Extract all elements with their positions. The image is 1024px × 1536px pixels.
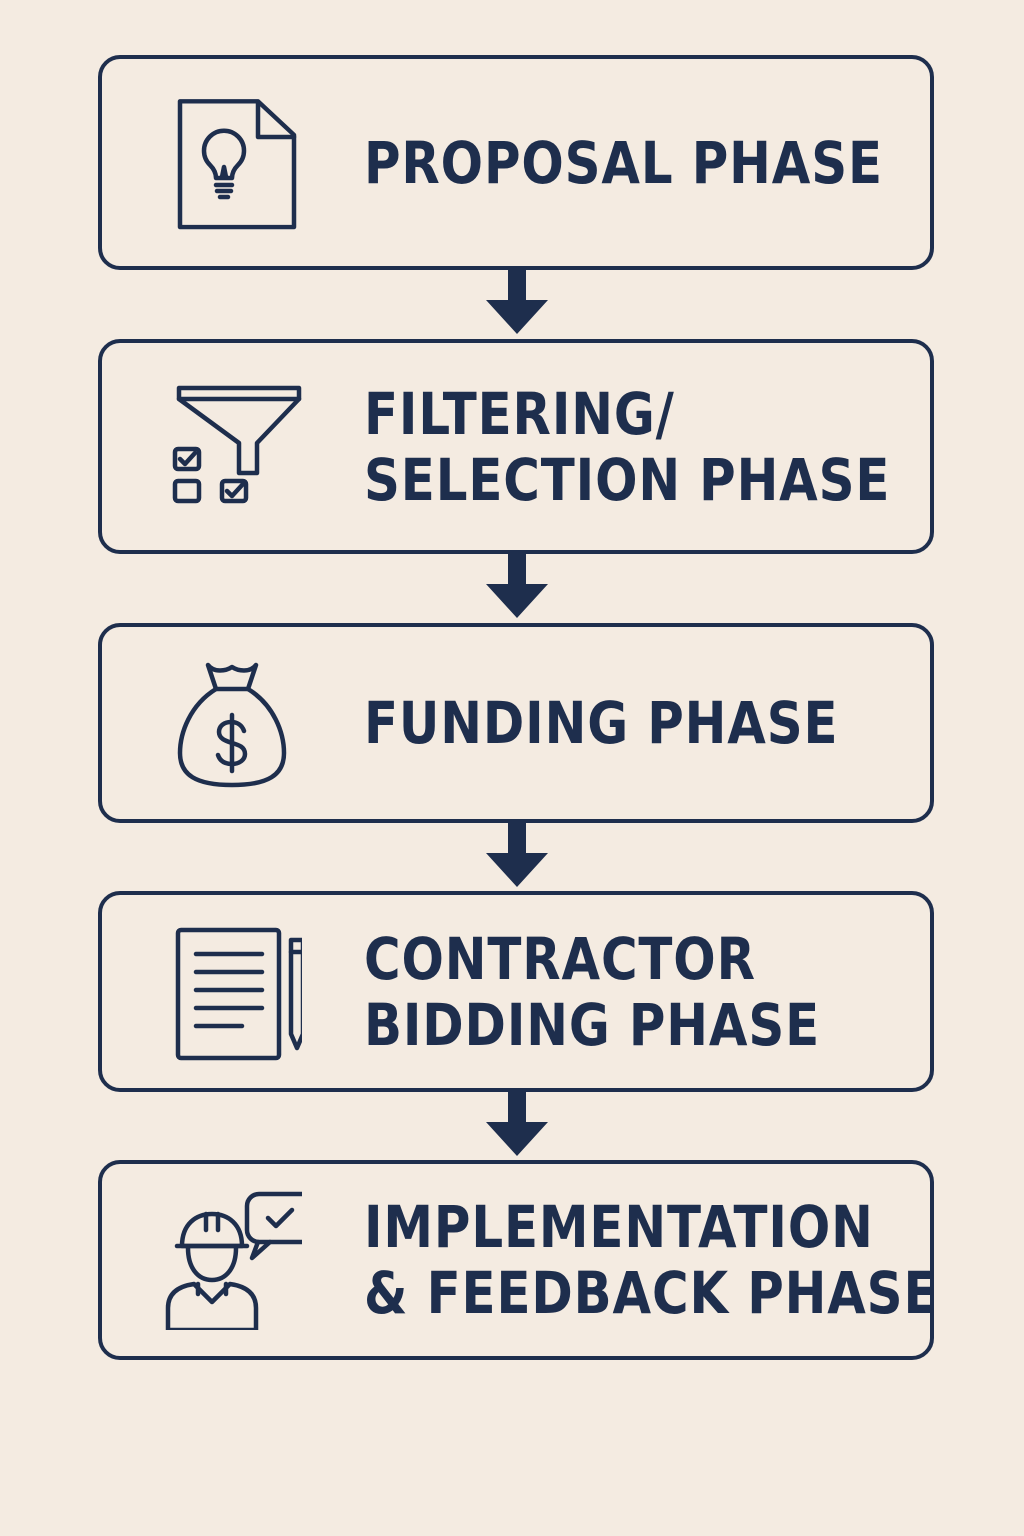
phase-title: IMPLEMENTATION & FEEDBACK PHASE (364, 1193, 939, 1327)
down-arrow-icon (486, 823, 548, 889)
document-pencil-icon (162, 922, 302, 1062)
phase-title: PROPOSAL PHASE (364, 128, 883, 197)
contractor-bidding-phase-box: CONTRACTOR BIDDING PHASE (98, 891, 934, 1092)
worker-speech-check-icon (162, 1190, 302, 1330)
filtering-selection-phase-box: FILTERING/ SELECTION PHASE (98, 339, 934, 554)
funnel-checklist-icon (162, 377, 302, 517)
implementation-feedback-phase-box: IMPLEMENTATION & FEEDBACK PHASE (98, 1160, 938, 1360)
money-bag-dollar-icon (162, 653, 302, 793)
funding-phase-box: FUNDING PHASE (98, 623, 934, 823)
phase-title: FILTERING/ SELECTION PHASE (364, 379, 891, 514)
proposal-phase-box: PROPOSAL PHASE (98, 55, 934, 270)
phase-title: CONTRACTOR BIDDING PHASE (364, 924, 821, 1059)
down-arrow-icon (486, 270, 548, 336)
down-arrow-icon (486, 554, 548, 620)
proposal-document-lightbulb-icon (162, 93, 302, 233)
down-arrow-icon (486, 1092, 548, 1158)
phase-title: FUNDING PHASE (364, 689, 839, 757)
